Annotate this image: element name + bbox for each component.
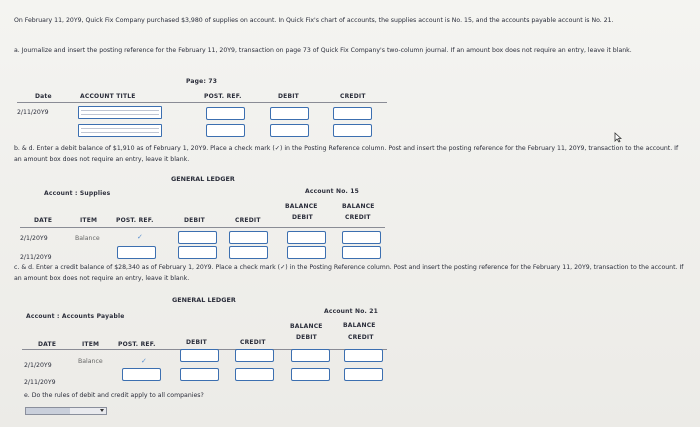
ap-row1-date: 2/1/20Y9 xyxy=(24,362,52,369)
supplies-row2-bal-credit[interactable] xyxy=(342,246,381,259)
supplies-row2-bal-debit[interactable] xyxy=(287,246,326,259)
journal-debit-1[interactable] xyxy=(270,107,309,120)
ap-row2-bal-debit[interactable] xyxy=(291,368,330,381)
ap-ledger-title: GENERAL LEDGER xyxy=(172,296,236,304)
supplies-ledger-title: GENERAL LEDGER xyxy=(171,175,235,183)
ap-row1-bal-credit[interactable] xyxy=(344,349,383,362)
supplies-header-bal-debit: DEBIT xyxy=(292,214,313,221)
ap-row1-item: Balance xyxy=(78,358,103,365)
supplies-row1-bal-credit[interactable] xyxy=(342,231,381,244)
supplies-account-name: Account : Supplies xyxy=(44,190,111,197)
supplies-header-date: DATE xyxy=(34,217,53,224)
ap-header-credit: CREDIT xyxy=(240,339,266,346)
journal-header-credit: CREDIT xyxy=(340,93,366,100)
ap-header-bal-debit: DEBIT xyxy=(296,334,317,341)
part-bd-instructions: b. & d. Enter a debit balance of $1,910 … xyxy=(14,145,679,163)
supplies-row1-date: 2/1/20Y9 xyxy=(20,235,48,242)
ap-row2-bal-credit[interactable] xyxy=(344,368,383,381)
journal-page-label: Page: 73 xyxy=(186,78,218,85)
mouse-cursor-icon xyxy=(614,132,622,143)
journal-credit-2[interactable] xyxy=(333,124,372,137)
ap-header-post-ref: POST. REF. xyxy=(118,341,156,348)
part-cd-instructions: c. & d. Enter a credit balance of $28,34… xyxy=(14,264,684,282)
ap-header-balance-2: BALANCE xyxy=(343,322,376,329)
ap-row2-post-ref[interactable] xyxy=(122,368,161,381)
supplies-row1-bal-debit[interactable] xyxy=(287,231,326,244)
ap-row1-check-icon: ✓ xyxy=(141,357,147,365)
supplies-account-number: Account No. 15 xyxy=(305,188,360,195)
supplies-row1-credit[interactable] xyxy=(229,231,268,244)
journal-account-select-2[interactable] xyxy=(78,124,162,137)
ap-header-date: DATE xyxy=(38,341,57,348)
part-a-instructions: a. Journalize and insert the posting ref… xyxy=(14,47,632,54)
part-e-select-fill xyxy=(26,408,70,414)
ap-header-debit: DEBIT xyxy=(186,339,207,346)
part-e-answer-select[interactable] xyxy=(25,407,107,415)
journal-header-post-ref: POST. REF. xyxy=(204,93,242,100)
ap-account-name: Account : Accounts Payable xyxy=(26,313,125,320)
journal-date: 2/11/20Y9 xyxy=(17,109,49,116)
supplies-header-post-ref: POST. REF. xyxy=(116,217,154,224)
journal-header-rule xyxy=(17,102,387,103)
supplies-row2-post-ref[interactable] xyxy=(117,246,156,259)
ap-header-bal-credit: CREDIT xyxy=(348,334,374,341)
journal-post-ref-2[interactable] xyxy=(206,124,245,137)
journal-post-ref-1[interactable] xyxy=(206,107,245,120)
supplies-header-balance-2: BALANCE xyxy=(342,203,375,210)
supplies-header-credit: CREDIT xyxy=(235,217,261,224)
ap-row1-debit[interactable] xyxy=(180,349,219,362)
supplies-row2-debit[interactable] xyxy=(178,246,217,259)
supplies-row1-check-icon: ✓ xyxy=(137,233,143,241)
chevron-down-icon xyxy=(100,409,104,412)
ap-row2-debit[interactable] xyxy=(180,368,219,381)
supplies-row1-debit[interactable] xyxy=(178,231,217,244)
journal-credit-1[interactable] xyxy=(333,107,372,120)
ap-header-item: ITEM xyxy=(82,341,100,348)
journal-header-date: Date xyxy=(35,93,52,100)
ap-row1-bal-debit[interactable] xyxy=(291,349,330,362)
supplies-row2-date: 2/11/20Y9 xyxy=(20,254,52,261)
journal-header-debit: DEBIT xyxy=(278,93,299,100)
ap-row1-credit[interactable] xyxy=(235,349,274,362)
journal-header-account-title: ACCOUNT TITLE xyxy=(80,93,136,100)
ap-account-number: Account No. 21 xyxy=(324,308,379,315)
ap-header-balance-1: BALANCE xyxy=(290,323,323,330)
supplies-row1-item: Balance xyxy=(75,235,100,242)
journal-debit-2[interactable] xyxy=(270,124,309,137)
ap-row2-credit[interactable] xyxy=(235,368,274,381)
supplies-header-rule xyxy=(20,227,385,228)
supplies-header-balance-1: BALANCE xyxy=(285,203,318,210)
intro-text: On February 11, 20Y9, Quick Fix Company … xyxy=(14,17,614,24)
supplies-header-item: ITEM xyxy=(80,217,98,224)
ap-row2-date: 2/11/20Y9 xyxy=(24,379,56,386)
supplies-row2-credit[interactable] xyxy=(229,246,268,259)
supplies-header-bal-credit: CREDIT xyxy=(345,214,371,221)
journal-account-select-1[interactable] xyxy=(78,106,162,119)
part-e-question: e. Do the rules of debit and credit appl… xyxy=(24,392,204,399)
supplies-header-debit: DEBIT xyxy=(184,217,205,224)
